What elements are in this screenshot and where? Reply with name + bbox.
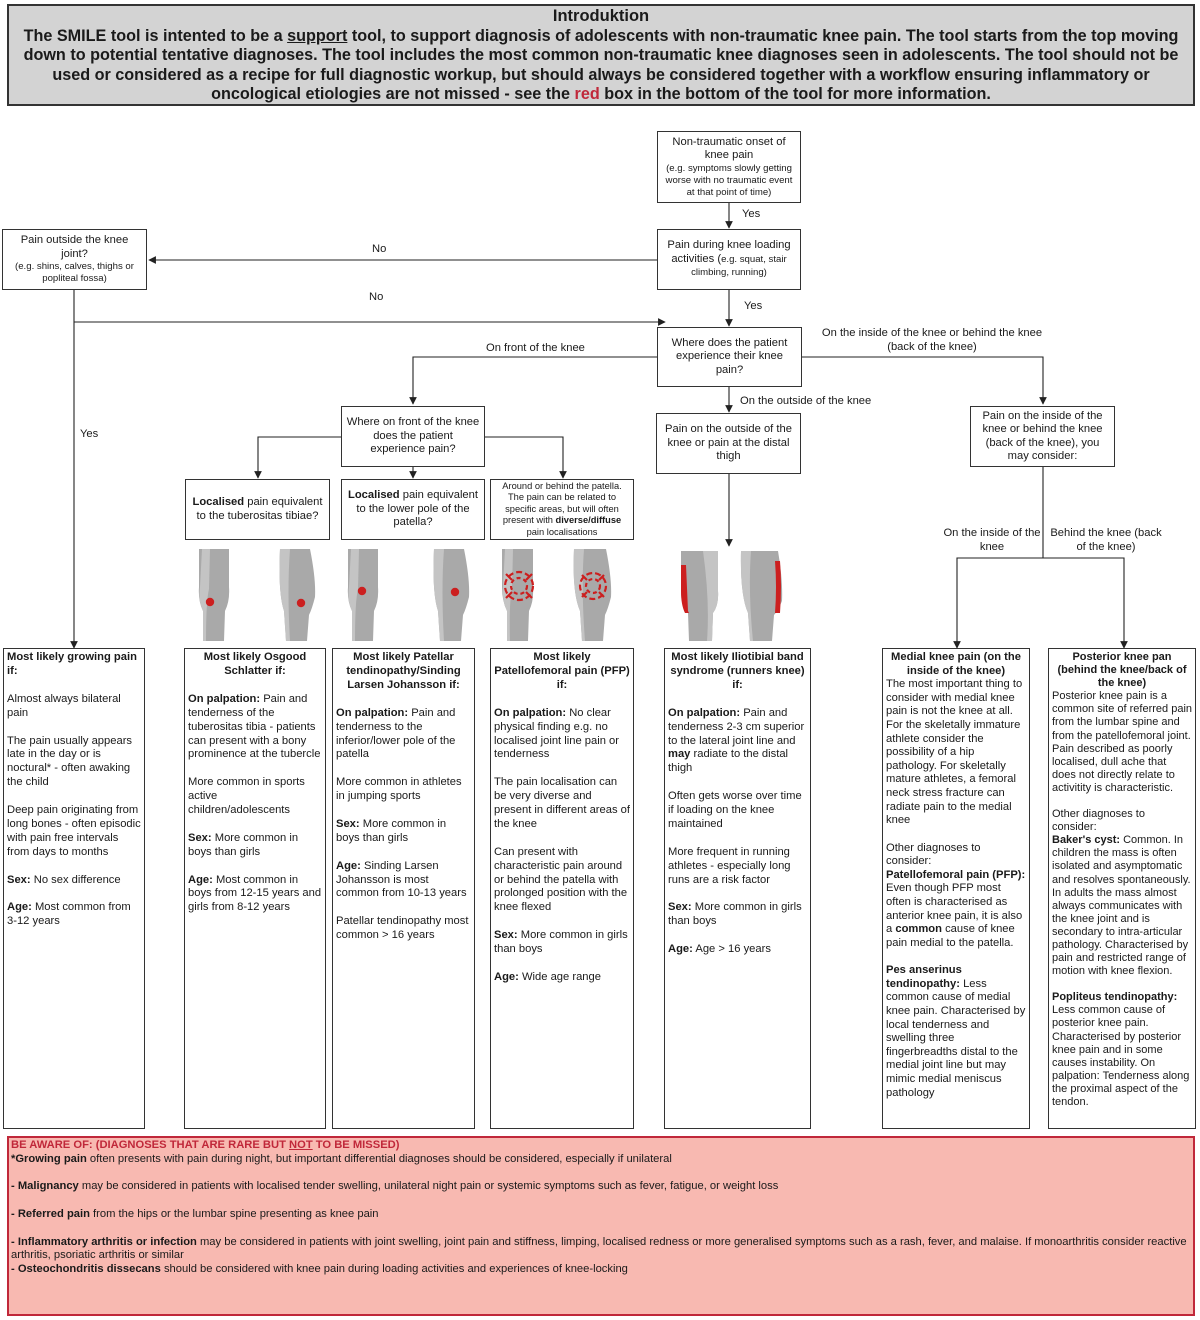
outcome-iliotibial-band: Most likely Iliotibial band syndrome (ru… <box>664 648 811 1129</box>
node-pain-outside-of-knee: Pain on the outside of the knee or pain … <box>656 413 801 474</box>
warning-title: BE AWARE OF: (DIAGNOSES THAT ARE RARE BU… <box>11 1139 400 1151</box>
introduction-box: Introduktion The SMILE tool is intented … <box>7 4 1195 106</box>
warning-inflammatory: - Inflammatory arthritis or infection ma… <box>11 1235 1187 1262</box>
node-where-is-pain: Where does the patient experience their … <box>657 327 802 387</box>
outcome-posterior-knee-pain: Posterior knee pan (behind the knee/back… <box>1048 648 1196 1129</box>
intro-title: Introduktion <box>552 7 650 25</box>
knee-side-lower-pole-icon <box>433 549 470 641</box>
node-where-on-front: Where on front of the knee does the pati… <box>341 406 485 467</box>
edge-label-behind-knee: Behind the knee (back of the knee) <box>1050 527 1162 553</box>
outcome-growing-pain: Most likely growing pain if: Almost alwa… <box>3 648 145 1129</box>
node-pain-during-loading: Pain during knee loading activities (e.g… <box>657 229 801 290</box>
intro-text: The SMILE tool is intented to be a suppo… <box>23 26 1179 104</box>
warning-box: BE AWARE OF: (DIAGNOSES THAT ARE RARE BU… <box>7 1136 1195 1316</box>
knee-front-diffuse-icon <box>502 549 535 641</box>
outcome-medial-knee-pain: Medial knee pain (on the inside of the k… <box>882 648 1030 1129</box>
warning-malignancy: - Malignancy may be considered in patien… <box>11 1180 779 1193</box>
outcome-patellofemoral-pain: Most likely Patellofemoral pain (PFP) if… <box>490 648 634 1129</box>
edge-label-yes-loading: Yes <box>744 300 763 312</box>
outcome-osgood-schlatter: Most likely Osgood Schlatter if: On palp… <box>184 648 326 1129</box>
warning-osteochondritis: - Osteochondritis dissecans should be co… <box>11 1263 628 1276</box>
edge-label-yes-growing: Yes <box>80 428 99 440</box>
outcome-patellar-tendinopathy: Most likely Patellar tendinopathy/Sindin… <box>332 648 475 1129</box>
edge-label-no-outside: No <box>369 291 384 303</box>
edge-label-inside-of-knee: On the inside of the knee <box>943 527 1041 553</box>
node-around-patella: Around or behind the patella. The pain c… <box>490 479 634 540</box>
knee-front-tuberositas-icon <box>198 549 230 641</box>
node-non-traumatic-onset: Non-traumatic onset of knee pain (e.g. s… <box>657 131 801 203</box>
node-pain-inside-or-behind: Pain on the inside of the knee or behind… <box>970 406 1115 467</box>
knee-side-diffuse-icon <box>573 549 612 641</box>
knee-front-lateral-band-icon <box>681 551 719 641</box>
edge-label-no-loading: No <box>372 243 387 255</box>
warning-growing-pain: *Growing pain often presents with pain d… <box>11 1152 672 1165</box>
warning-referred-pain: - Referred pain from the hips or the lum… <box>11 1207 379 1220</box>
node-tuberositas: Localised pain equivalent to the tuberos… <box>185 479 330 540</box>
edge-label-yes-onset: Yes <box>742 208 761 220</box>
node-lower-pole: Localised pain equivalent to the lower p… <box>341 479 485 540</box>
node-pain-outside-knee-joint: Pain outside the knee joint? (e.g. shins… <box>2 229 147 290</box>
knee-side-tuberositas-icon <box>279 549 316 641</box>
knee-front-lower-pole-icon <box>347 549 379 641</box>
knee-side-lateral-band-icon <box>740 551 783 641</box>
edge-label-inside-or-behind: On the inside of the knee or behind the … <box>821 327 1043 353</box>
edge-label-outside-of-knee: On the outside of the knee <box>740 395 872 407</box>
edge-label-front-of-knee: On front of the knee <box>486 342 585 354</box>
